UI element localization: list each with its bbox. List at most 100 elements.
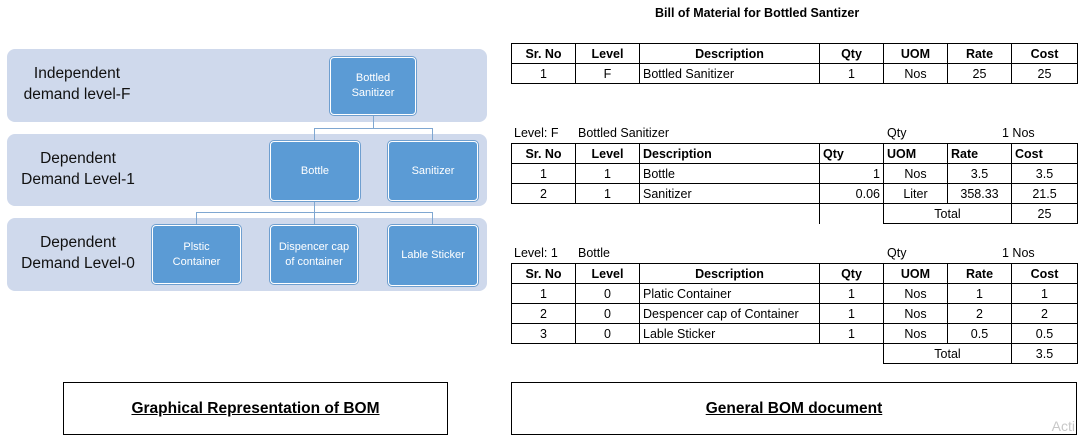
level-0-label: Dependent Demand Level-0 [21,234,135,272]
bom-table-level-1: Sr. No Level Description Qty UOM Rate Co… [511,143,1078,224]
table0-qty-value: 1 Nos [1002,246,1035,260]
table1-qty-value: 1 Nos [1002,126,1035,140]
cell: Nos [883,63,948,84]
col-header: Sr. No [511,263,576,284]
table1-level-label: Level: F [514,126,559,140]
col-header: Cost [1011,143,1078,164]
col-header: Qty [819,43,884,64]
total-value: 3.5 [1011,343,1078,364]
level-f-label: Independent demand level-F [23,65,131,103]
col-header: Level [575,143,640,164]
cell: 1 [819,283,884,304]
node-plstic-container: Plstic Container [152,225,241,284]
cell: 1 [947,283,1012,304]
table1-qty-label: Qty [887,126,907,140]
cell: 0.5 [947,323,1012,344]
connector [373,116,374,128]
col-header: Level [575,43,640,64]
table-row: 3 0 Lable Sticker 1 Nos 0.5 0.5 [511,323,1078,344]
cell: 3.5 [1011,163,1078,184]
footer-graphical-bom: Graphical Representation of BOM [63,382,448,435]
table0-parent: Bottle [578,246,610,260]
cell: 25 [947,63,1012,84]
col-header: Rate [947,43,1012,64]
col-header: UOM [883,143,948,164]
table-header-row: Sr. No Level Description Qty UOM Rate Co… [511,263,1078,284]
cell: Nos [883,163,948,184]
cell: 1 [575,163,640,184]
cell: 0 [575,283,640,304]
cell: 0 [575,303,640,324]
node-dispencer-cap: Dispencer cap of container [270,225,358,284]
cell: 2 [947,303,1012,324]
node-bottled-sanitizer: Bottled Sanitizer [330,57,416,115]
watermark: Acti [1051,418,1075,434]
cell: 25 [1011,63,1078,84]
connector [314,212,315,225]
col-header: Rate [947,263,1012,284]
cell: 1 [819,323,884,344]
cell: Lable Sticker [639,323,820,344]
table-row: 1 0 Platic Container 1 Nos 1 1 [511,283,1078,304]
cell: Liter [883,183,948,204]
cell: 0.06 [819,183,884,204]
col-header: Qty [819,143,884,164]
col-header: Rate [947,143,1012,164]
col-header: Qty [819,263,884,284]
table-header-row: Sr. No Level Description Qty UOM Rate Co… [511,143,1078,164]
col-header: Level [575,263,640,284]
cell: 3.5 [947,163,1012,184]
footer-general-bom: General BOM document [511,382,1077,435]
total-value: 25 [1011,203,1078,224]
total-row: Total 3.5 [512,343,1078,364]
col-header: Description [639,143,820,164]
cell: 0 [575,323,640,344]
table-row: 1 F Bottled Sanitizer 1 Nos 25 25 [511,63,1078,84]
node-bottle: Bottle [270,141,360,201]
table-row: 2 0 Despencer cap of Container 1 Nos 2 2 [511,303,1078,324]
cell: 3 [511,323,576,344]
cell: 1 [819,63,884,84]
node-sanitizer: Sanitizer [388,141,478,201]
table1-parent: Bottled Sanitizer [578,126,670,140]
col-header: Cost [1011,43,1078,64]
col-header: Cost [1011,263,1078,284]
col-header: Sr. No [511,43,576,64]
bom-table-level-f: Sr. No Level Description Qty UOM Rate Co… [511,43,1078,84]
bom-title: Bill of Material for Bottled Santizer [655,6,860,20]
connector [432,212,433,225]
cell: Platic Container [639,283,820,304]
node-lable-sticker: Lable Sticker [388,225,478,286]
col-header: Description [639,263,820,284]
cell: Sanitizer [639,183,820,204]
level-1-label: Dependent Demand Level-1 [21,150,135,188]
connector [196,212,197,225]
total-label: Total [883,203,1012,224]
cell: 1 [511,163,576,184]
cell: Nos [883,303,948,324]
table0-qty-label: Qty [887,246,907,260]
cell: 1 [819,303,884,324]
cell: Bottle [639,163,820,184]
table0-level-label: Level: 1 [514,246,558,260]
col-header: UOM [883,263,948,284]
cell: F [575,63,640,84]
connector [314,200,315,212]
cell: 1 [1011,283,1078,304]
connector [432,128,433,141]
table-header-row: Sr. No Level Description Qty UOM Rate Co… [511,43,1078,64]
cell: 1 [511,63,576,84]
table-row: 1 1 Bottle 1 Nos 3.5 3.5 [511,163,1078,184]
total-row: Total 25 [512,203,1078,224]
cell: 2 [1011,303,1078,324]
cell: 1 [575,183,640,204]
cell: 358.33 [947,183,1012,204]
cell: Nos [883,323,948,344]
connector [314,128,315,141]
col-header: UOM [883,43,948,64]
cell: 0.5 [1011,323,1078,344]
connector [314,128,432,129]
cell: 1 [511,283,576,304]
col-header: Sr. No [511,143,576,164]
cell: 21.5 [1011,183,1078,204]
